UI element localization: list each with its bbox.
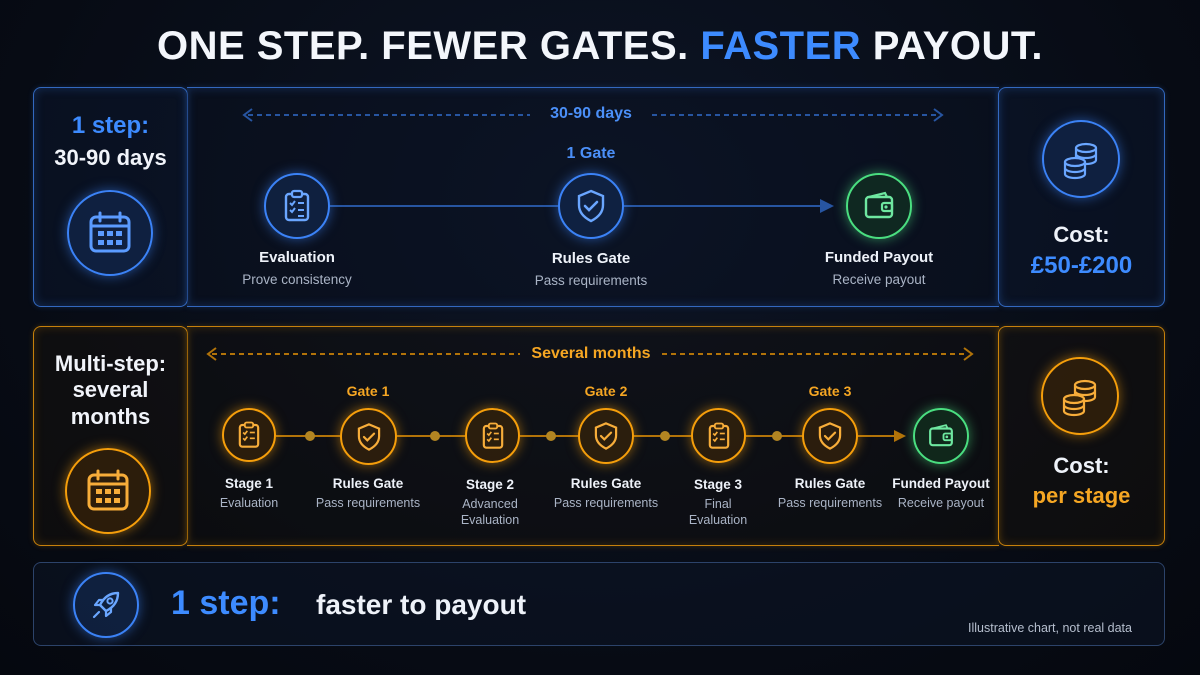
multi-node-7-sub: Receive payout <box>897 496 985 510</box>
multi-step-cost: Cost: per stage <box>998 453 1165 509</box>
rocket-icon <box>73 572 139 638</box>
multi-node-3-sub: Advanced <box>462 497 518 511</box>
multi-step-side-label: Multi-step: several months <box>33 351 188 430</box>
multi-step-side-line1: Multi-step: <box>54 351 167 376</box>
one-step-gate-label: 1 Gate <box>566 145 616 162</box>
clipboard-icon <box>264 173 330 239</box>
one-step-side-title: 1 step: <box>71 112 150 139</box>
multi-node-1-title: Stage 1 <box>224 476 274 491</box>
one-step-span-label: 30-90 days <box>550 105 632 122</box>
shield-check-icon <box>802 408 858 464</box>
coins-icon <box>1041 357 1119 435</box>
clipboard-icon <box>691 408 746 463</box>
multi-node-5-sub2: Evaluation <box>688 513 748 527</box>
one-step-cost: Cost: £50-£200 <box>998 222 1165 280</box>
multi-node-2-title: Rules Gate <box>332 476 404 491</box>
one-step-node-1-sub: Prove consistency <box>242 272 352 287</box>
multi-node-7-title: Funded Payout <box>892 476 990 491</box>
multi-node-5-sub: Final <box>704 497 732 511</box>
multi-step-cost-value: per stage <box>1032 483 1131 508</box>
multi-step-side-line2: several <box>72 377 149 403</box>
one-step-node-3-sub: Receive payout <box>832 272 926 287</box>
clipboard-icon <box>222 408 276 462</box>
multi-node-5-title: Stage 3 <box>693 477 743 492</box>
gate-2-label: Gate 2 <box>584 383 628 399</box>
multi-step-span-label: Several months <box>531 345 651 362</box>
multi-node-1-sub: Evaluation <box>219 496 279 510</box>
multi-node-4-sub: Pass requirements <box>553 496 659 510</box>
one-step-cost-value: £50-£200 <box>1030 252 1133 279</box>
multi-node-3-sub2: Evaluation <box>460 513 520 527</box>
multi-step-cost-label: Cost: <box>1053 453 1110 478</box>
calendar-icon <box>65 448 151 534</box>
calendar-icon <box>67 190 153 276</box>
footer-panel <box>33 562 1165 646</box>
one-step-cost-label: Cost: <box>1053 222 1110 247</box>
gate-1-label: Gate 1 <box>346 383 390 399</box>
footer-text: faster to payout <box>316 589 527 620</box>
coins-icon <box>1042 120 1120 198</box>
shield-check-icon <box>340 408 397 465</box>
one-step-side-sub: 30-90 days <box>54 144 167 170</box>
one-step-node-1-title: Evaluation <box>259 249 335 266</box>
shield-check-icon <box>558 173 624 239</box>
multi-node-6-sub: Pass requirements <box>777 496 883 510</box>
multi-node-3-title: Stage 2 <box>465 477 515 492</box>
multi-node-4-title: Rules Gate <box>570 476 642 491</box>
wallet-icon <box>913 408 969 464</box>
footer-note: Illustrative chart, not real data <box>968 621 1132 635</box>
footer-accent: 1 step: <box>171 584 281 622</box>
multi-node-2-sub: Pass requirements <box>315 496 421 510</box>
wallet-icon <box>846 173 912 239</box>
multi-step-side-line3: months <box>70 403 151 429</box>
clipboard-icon <box>465 408 520 463</box>
shield-check-icon <box>578 408 634 464</box>
page-title: ONE STEP. FEWER GATES. FASTER PAYOUT. <box>156 24 1044 68</box>
one-step-node-2-sub: Pass requirements <box>534 273 648 288</box>
gate-3-label: Gate 3 <box>808 383 852 399</box>
multi-node-6-title: Rules Gate <box>794 476 866 491</box>
one-step-node-3-title: Funded Payout <box>824 249 934 266</box>
one-step-node-2-title: Rules Gate <box>551 250 631 267</box>
one-step-side-label: 1 step: 30-90 days <box>33 112 188 171</box>
